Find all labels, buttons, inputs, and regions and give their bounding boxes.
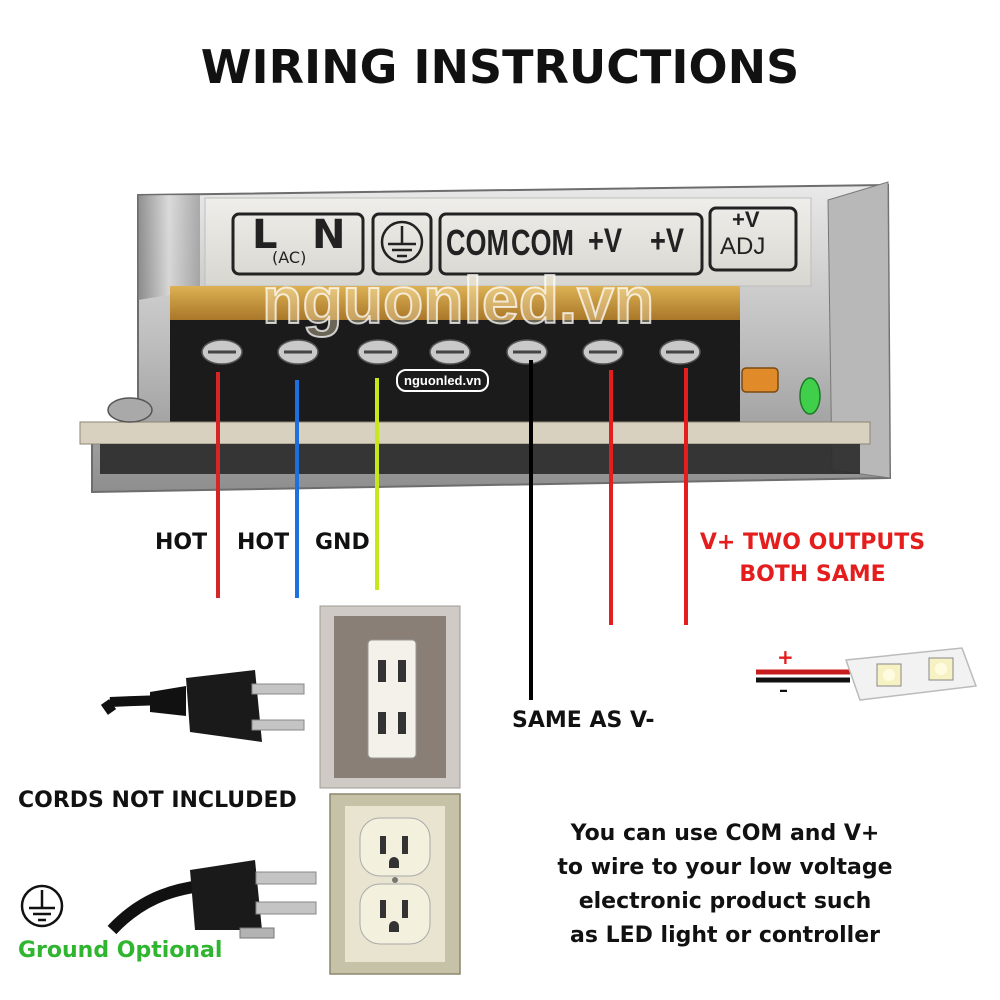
usage-note-line-1: You can use COM and V+ [570,821,880,846]
strip-plus-label: + [777,645,794,669]
ground-symbol-plate-icon [380,220,424,264]
terminal-com1-label: COM [446,222,509,263]
terminal-adj-top-label: +V [732,207,760,232]
terminal-com2-label: COM [511,222,574,263]
terminal-v1-label: +V [588,222,623,260]
three-slot-outlet-icon [329,793,461,975]
pcb-board [79,421,871,445]
gnd-label: GND [315,530,370,555]
terminal-n-label: N [312,212,346,258]
page-title: WIRING INSTRUCTIONS [200,40,800,94]
terminal-l-label: L [252,212,278,258]
status-led [799,377,821,415]
cords-not-included-label: CORDS NOT INCLUDED [18,788,297,813]
watermark-small: nguonled.vn [396,369,490,392]
ground-symbol-icon [20,884,64,928]
v-plus-label-line2: BOTH SAME [739,562,886,587]
hot2-label: HOT [237,530,290,555]
three-prong-plug-icon [107,860,317,939]
usage-note: You can use COM and V+ to wire to your l… [540,817,910,953]
two-slot-outlet-icon [319,605,461,789]
hot1-label: HOT [155,530,208,555]
usage-note-line-3: electronic product such [578,889,872,914]
voltage-adjust-pot [741,367,779,393]
terminal-screws [201,339,701,365]
terminal-ac-label: (AC) [272,248,307,267]
terminal-adj-bottom-label: ADJ [720,233,766,260]
strip-minus-label: – [779,680,788,701]
v-plus-label-line1: V+ TWO OUTPUTS [699,530,926,555]
same-as-label: SAME AS V- [512,708,655,733]
watermark-large: nguonled.vn [261,262,655,338]
led-strip-icon [756,647,978,701]
terminal-v2-label: +V [650,222,685,260]
usage-note-line-2: to wire to your low voltage [557,855,893,880]
usage-note-line-4: as LED light or controller [569,923,880,948]
ground-optional-label: Ground Optional [18,938,223,963]
two-prong-plug-icon [100,670,305,742]
